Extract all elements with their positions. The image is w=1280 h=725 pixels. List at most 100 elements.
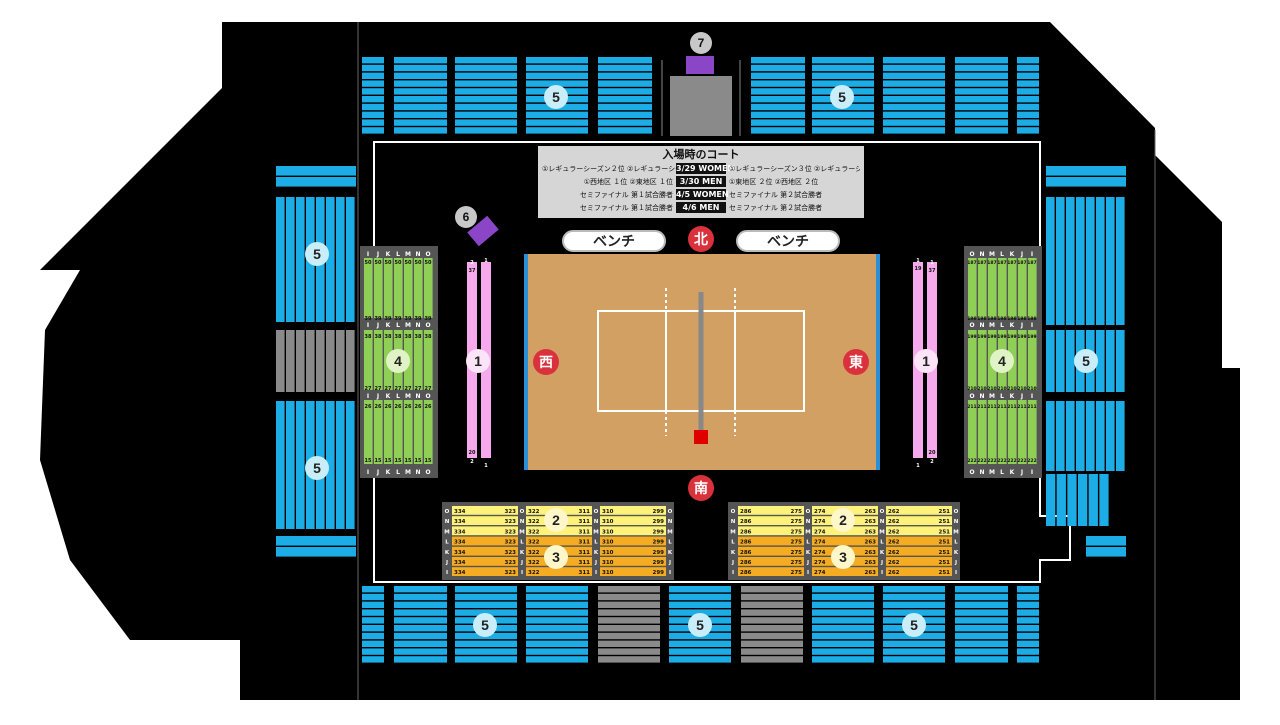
zone-5-seat-row	[362, 111, 384, 118]
blocked-seat-row	[598, 656, 660, 663]
seat-number: 187	[1017, 260, 1026, 266]
zone-5-seat-row	[1017, 617, 1039, 624]
zone-5-seat-row	[751, 111, 805, 118]
notice-date-badge: 3/30 MEN	[676, 176, 726, 187]
notice-left-text: セミファイナル 第１試合勝者	[579, 190, 673, 199]
zone-5-seat-row	[812, 80, 874, 87]
zone-5-seat-row	[1086, 547, 1126, 557]
zone-5-seat-row	[751, 127, 805, 134]
zone-5-seat-row	[812, 617, 874, 624]
seat-number: 311	[579, 519, 591, 525]
blocked-seat-row	[741, 609, 803, 616]
zone-5-seat-row	[955, 640, 1008, 647]
zone-3-seat-row	[738, 557, 804, 566]
zone-3-seat-row	[886, 546, 952, 556]
seat-row-letter: J	[520, 560, 523, 566]
zone-5-seat-row	[955, 656, 1008, 663]
blocked-seat-column	[286, 330, 295, 392]
seat-row-letter: L	[1000, 469, 1004, 476]
seat-row-letter: M	[730, 529, 735, 535]
notice-date-badge: 4/5 WOMEN	[676, 189, 729, 200]
blocked-seat-row	[598, 617, 660, 624]
zone-5-seat-row	[598, 57, 652, 64]
blocked-seat-row	[741, 601, 803, 608]
volleyball-court	[524, 254, 880, 470]
zone-3-seat-row	[738, 567, 804, 576]
zone-5-seat-row	[394, 103, 447, 111]
zone-5-badge: 5	[305, 242, 329, 266]
seat-row-letter: I	[1031, 393, 1033, 400]
zone-5-seat-row	[883, 127, 945, 134]
seat-number: 275	[791, 550, 803, 556]
blocked-seat-row	[741, 593, 803, 601]
zone-3-seat-row	[526, 567, 592, 576]
blocked-seat-row	[598, 609, 660, 616]
seat-row-letter: N	[415, 322, 420, 329]
zone-5-seat-row	[598, 96, 652, 103]
zone-3-seat-row	[738, 536, 804, 546]
seat-number: 322	[528, 519, 540, 525]
zone-5-seat-row	[955, 586, 1008, 593]
zone-2-seat-row	[452, 506, 518, 515]
seat-number: 322	[528, 550, 540, 556]
zone-5-seat-row	[812, 656, 874, 663]
zone-5-seat-column	[1116, 197, 1125, 325]
seat-number: 50	[375, 260, 382, 266]
zone-5-seat-row	[362, 640, 384, 647]
seat-row-letter: J	[1020, 251, 1023, 258]
notice-left-text: セミファイナル 第１試合勝者	[579, 203, 673, 212]
seat-row-letter: K	[1010, 251, 1015, 258]
seat-number: 211	[1007, 404, 1016, 410]
seat-number: 262	[888, 509, 900, 515]
zone-6-badge: 6	[455, 206, 477, 228]
seat-number: 39	[425, 316, 432, 322]
blocked-seat-row	[598, 593, 660, 601]
zone-5-badge: 5	[830, 85, 854, 109]
zone-5-seat-row	[526, 64, 588, 72]
zone-5-seat-row	[362, 632, 384, 640]
seat-row-letter: L	[396, 469, 400, 476]
zone-5-seat-row	[455, 609, 517, 616]
seat-row-letter: I	[367, 251, 369, 258]
zone-5-seat-row	[394, 57, 447, 64]
seat-number: 222	[1007, 458, 1016, 464]
seat-number: 15	[385, 458, 392, 464]
seat-number: 275	[791, 519, 803, 525]
zone-4-seat-column	[1008, 258, 1017, 318]
seat-number: 334	[454, 529, 466, 535]
facility-7-box	[686, 56, 714, 74]
zone-3-seat-row	[452, 557, 518, 566]
zone-5-seat-row	[883, 593, 945, 601]
seat-number: 187	[1007, 260, 1016, 266]
seat-number: 334	[454, 570, 466, 576]
zone-5-seat-column	[1086, 401, 1095, 471]
zone-5-seat-row	[362, 648, 384, 655]
seat-row-letter: N	[415, 393, 420, 400]
zone-5-seat-row	[751, 96, 805, 103]
seat-number: 38	[405, 334, 412, 340]
seat-number: 299	[653, 560, 665, 566]
zone-5-seat-row	[883, 640, 945, 647]
seat-row-letter: K	[386, 393, 391, 400]
seat-number: 262	[888, 529, 900, 535]
zone-5-seat-column	[1046, 474, 1056, 526]
zone-5-seat-row	[394, 632, 447, 640]
seat-row-letter: I	[1031, 322, 1033, 329]
seat-row-letter: N	[731, 519, 736, 525]
zone-5-seat-row	[883, 656, 945, 663]
seat-number: 334	[454, 509, 466, 515]
seat-number: 310	[602, 570, 614, 576]
seat-number: 310	[602, 509, 614, 515]
seat-number: 222	[997, 458, 1006, 464]
zone-5-seat-column	[1067, 474, 1077, 526]
zone-5-seat-row	[362, 609, 384, 616]
seat-number: 286	[740, 560, 752, 566]
seat-number: 2	[470, 459, 474, 465]
zone-5-seat-row	[455, 601, 517, 608]
seat-number: 286	[740, 529, 752, 535]
seat-number: 1	[484, 258, 488, 264]
seat-number: 187	[1027, 260, 1036, 266]
zone-4-seat-column	[414, 330, 423, 390]
seat-number: 311	[579, 529, 591, 535]
zone-5-seat-column	[1046, 197, 1055, 325]
